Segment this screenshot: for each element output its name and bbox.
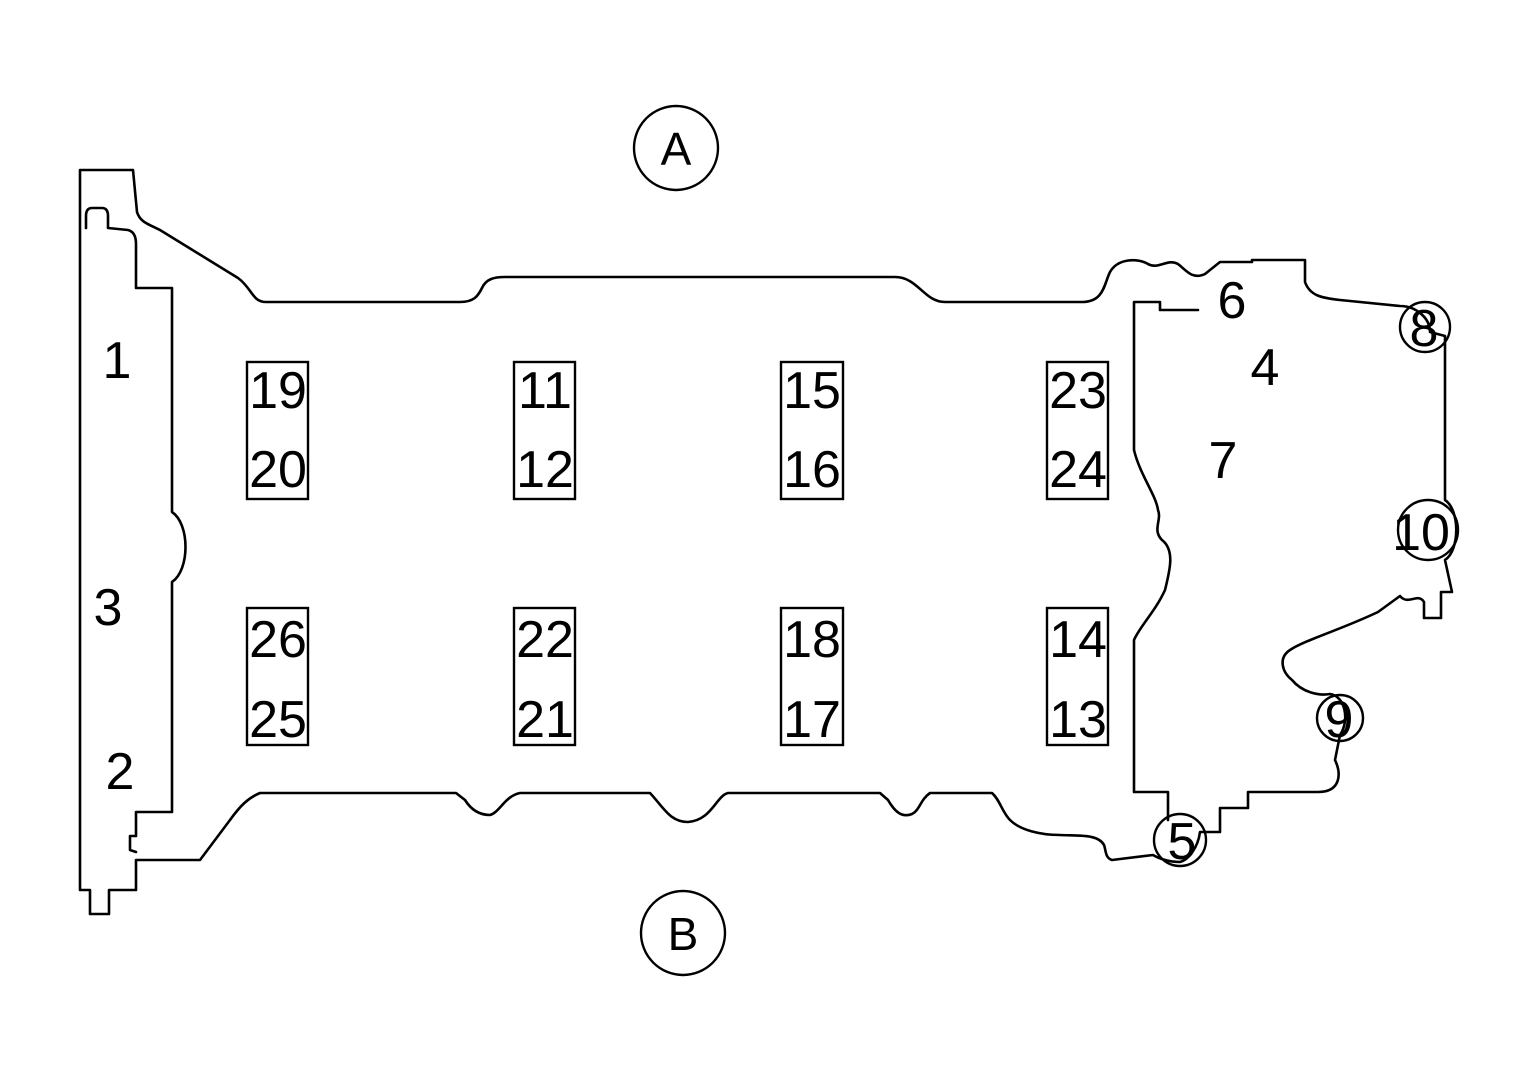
right-section-inner-contour: [1132, 300, 1200, 822]
bolt-label-20: 20: [249, 441, 307, 499]
ring-9: [1315, 693, 1365, 743]
bolt-label-17: 17: [783, 691, 841, 749]
bolt-label-5: 5: [1168, 813, 1197, 871]
bolt-label-26: 26: [249, 611, 307, 669]
bolt-label-10: 10: [1392, 504, 1450, 562]
bolt-label-2: 2: [106, 743, 135, 801]
bolt-label-19: 19: [249, 362, 307, 420]
bolt-box-23-24: [1045, 360, 1110, 501]
bolt-label-11: 11: [518, 362, 572, 420]
ring-8: [1398, 300, 1452, 354]
bolt-label-7: 7: [1209, 432, 1238, 490]
bolt-label-21: 21: [516, 691, 574, 749]
bolt-box-11-12: [512, 360, 577, 501]
bolt-label-15: 15: [783, 362, 841, 420]
left-flange-inner-contour: [84, 206, 187, 854]
bolt-label-18: 18: [783, 611, 841, 669]
bolt-label-3: 3: [94, 579, 123, 637]
view-label-b: B: [668, 908, 699, 960]
view-circle-b: [639, 889, 727, 977]
bolt-box-14-13: [1045, 606, 1110, 747]
bolt-label-22: 22: [516, 611, 574, 669]
bolt-box-26-25: [245, 606, 310, 747]
bolt-label-24: 24: [1049, 441, 1107, 499]
bolt-label-23: 23: [1049, 362, 1107, 420]
bolt-label-16: 16: [783, 441, 841, 499]
bolt-label-12: 12: [516, 441, 574, 499]
bolt-label-13: 13: [1049, 691, 1107, 749]
bolt-box-18-17: [779, 606, 845, 747]
bolt-label-6: 6: [1218, 272, 1247, 330]
bolt-box-15-16: [779, 360, 845, 501]
ring-5: [1152, 812, 1208, 868]
bolt-label-9: 9: [1325, 691, 1354, 749]
bolt-label-25: 25: [249, 691, 307, 749]
view-circle-a: [632, 104, 720, 192]
housing-outline: [78, 168, 1458, 916]
view-label-a: A: [661, 123, 692, 175]
bolt-label-8: 8: [1410, 300, 1439, 358]
bolt-label-4: 4: [1251, 339, 1280, 397]
bolt-label-1: 1: [103, 332, 132, 390]
bolt-box-22-21: [512, 606, 577, 747]
bolt-box-19-20: [245, 360, 310, 501]
ring-10: [1396, 498, 1460, 562]
bolt-label-14: 14: [1049, 611, 1107, 669]
